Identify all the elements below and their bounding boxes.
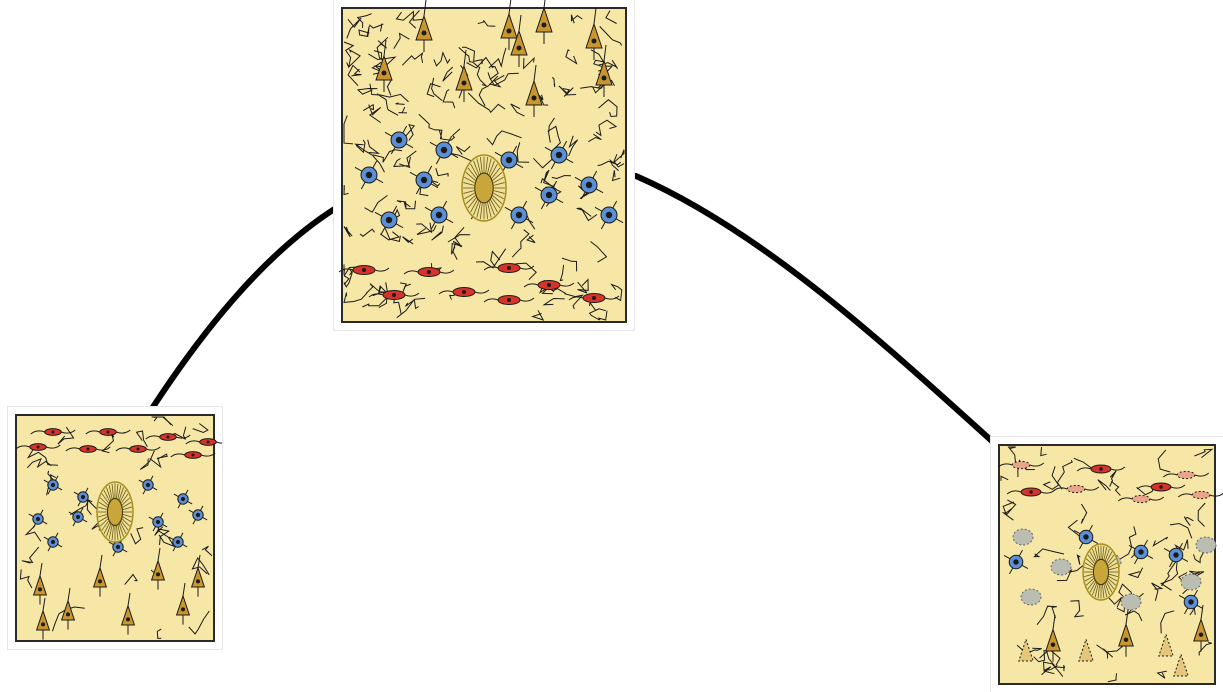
- gray-ghost-cell: [1013, 529, 1033, 545]
- central-plaque: [1083, 544, 1119, 600]
- gray-ghost-cell: [1021, 589, 1041, 605]
- left-tissue-panel: [8, 407, 222, 649]
- center-tissue-panel: [334, 0, 634, 330]
- center-to-right-arc: [636, 176, 993, 442]
- gray-ghost-cell: [1121, 594, 1141, 610]
- gray-ghost-cell: [1051, 559, 1071, 575]
- left-to-center-arc: [153, 208, 336, 407]
- gray-ghost-cell: [1196, 537, 1216, 553]
- right-tissue-panel: [991, 437, 1223, 692]
- central-plaque: [97, 482, 133, 542]
- center-tissue-illustration: [334, 0, 634, 330]
- right-tissue-illustration: [991, 437, 1223, 692]
- central-plaque: [462, 155, 506, 221]
- left-tissue-illustration: [8, 407, 222, 649]
- gray-ghost-cell: [1181, 574, 1201, 590]
